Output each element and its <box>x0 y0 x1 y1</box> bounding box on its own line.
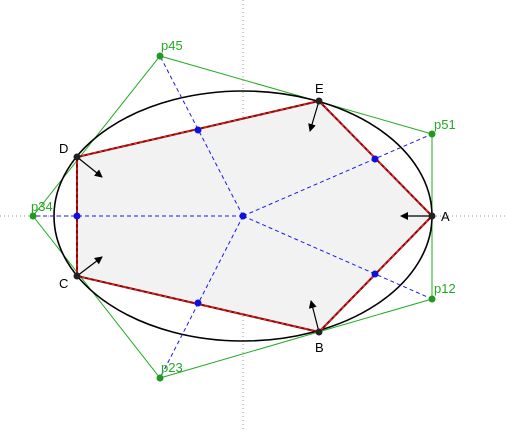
label-p51: p51 <box>434 117 456 132</box>
outer-points <box>29 52 436 382</box>
midpoint-de <box>194 126 202 134</box>
point-p45[interactable] <box>156 52 164 60</box>
construction-line-p51 <box>242 133 433 217</box>
inner-polygon-fill <box>77 101 432 332</box>
label-p45: p45 <box>161 38 183 53</box>
label-p34: p34 <box>31 199 53 214</box>
vertex-e[interactable] <box>315 97 323 105</box>
label-p23: p23 <box>161 360 183 375</box>
midpoint-ab <box>371 270 379 278</box>
arrow-d <box>76 156 103 178</box>
vertices <box>73 97 436 336</box>
point-p12[interactable] <box>428 295 436 303</box>
vertex-d[interactable] <box>73 153 81 161</box>
point-p23[interactable] <box>156 374 164 382</box>
label-d: D <box>59 141 68 156</box>
vertex-a[interactable] <box>428 212 436 220</box>
vertex-labels: A B C D E <box>59 81 450 355</box>
midpoint-bc <box>194 299 202 307</box>
midpoint-cd <box>73 212 81 220</box>
center-point <box>239 212 247 220</box>
label-a: A <box>441 209 450 224</box>
arrow-e <box>308 100 320 132</box>
direction-arrows <box>76 100 432 333</box>
label-c: C <box>59 276 68 291</box>
point-p34[interactable] <box>29 212 37 220</box>
label-p12: p12 <box>434 281 456 296</box>
label-b: B <box>315 340 324 355</box>
label-e: E <box>315 81 324 96</box>
midpoints <box>73 126 379 307</box>
construction-line-p45 <box>159 55 244 217</box>
outer-point-labels: p12 p23 p34 p45 p51 <box>31 38 456 375</box>
vertex-c[interactable] <box>73 272 81 280</box>
vertex-b[interactable] <box>315 328 323 336</box>
construction-lines <box>33 55 433 379</box>
arrow-b <box>308 300 320 333</box>
point-p51[interactable] <box>428 130 436 138</box>
construction-line-p23 <box>159 215 244 379</box>
arrow-c <box>76 256 103 277</box>
midpoint-ea <box>371 155 379 163</box>
